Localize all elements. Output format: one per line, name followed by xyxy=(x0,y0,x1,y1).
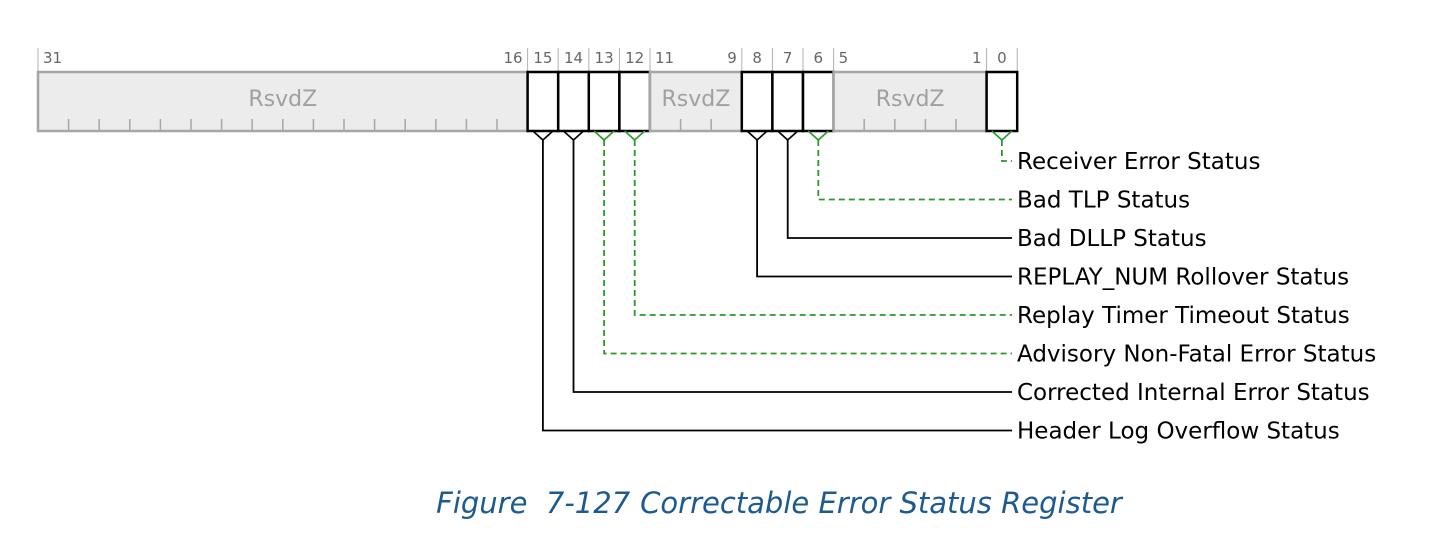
leader-bit-14 xyxy=(562,130,1012,393)
bit-number-7: 7 xyxy=(783,49,793,67)
reserved-field-name: RsvdZ xyxy=(876,87,945,112)
field-0-0 xyxy=(985,70,1019,133)
bit-field-box xyxy=(801,70,835,133)
field-label-bit-14: Corrected Internal Error Status xyxy=(1017,380,1370,406)
field-pointer xyxy=(746,130,768,142)
figure-title: Correctable Error Status Register xyxy=(640,486,1122,520)
field-8-8 xyxy=(740,70,774,133)
field-label-bit-8: REPLAY_NUM Rollover Status xyxy=(1017,265,1349,291)
field-7-7 xyxy=(771,70,805,133)
leader-line xyxy=(817,140,1012,201)
bit-number-16: 16 xyxy=(504,49,523,67)
reserved-field-box xyxy=(832,70,988,133)
bit-number-6: 6 xyxy=(814,49,824,67)
field-label-bit-15: Header Log Overflow Status xyxy=(1017,419,1340,445)
field-pointer xyxy=(593,130,615,142)
bit-number-14: 14 xyxy=(564,49,583,67)
leader-line xyxy=(603,140,1012,355)
bit-number-5: 5 xyxy=(839,49,849,67)
field-11-9: RsvdZ xyxy=(648,70,744,133)
figure-number: Figure 7-127 xyxy=(436,486,631,520)
bit-number-13: 13 xyxy=(595,49,614,67)
field-pointer xyxy=(562,130,585,142)
leader-line xyxy=(572,140,1012,393)
reserved-field-name: RsvdZ xyxy=(661,87,730,112)
field-pointer xyxy=(807,130,829,142)
field-15-15 xyxy=(526,70,560,133)
bit-tick-marks xyxy=(67,119,957,131)
field-5-1: RsvdZ xyxy=(832,70,988,133)
leader-bit-12 xyxy=(624,130,1012,316)
leader-bit-6 xyxy=(807,130,1012,201)
field-label-bit-13: Advisory Non-Fatal Error Status xyxy=(1017,342,1376,368)
bit-number-12: 12 xyxy=(625,49,644,67)
field-label-bit-7: Bad DLLP Status xyxy=(1017,226,1207,252)
bit-field-box xyxy=(771,70,805,133)
bit-field-box xyxy=(985,70,1019,133)
bit-number-9: 9 xyxy=(727,49,737,67)
field-label-bit-6: Bad TLP Status xyxy=(1017,188,1190,214)
leader-line xyxy=(542,140,1012,432)
leader-bit-15 xyxy=(532,130,1012,432)
bit-number-11: 11 xyxy=(655,49,674,67)
leader-line xyxy=(756,140,1012,278)
reserved-field-name: RsvdZ xyxy=(248,87,317,112)
bit-field-box xyxy=(526,70,560,133)
field-14-14 xyxy=(556,70,591,133)
bit-number-1: 1 xyxy=(972,49,982,67)
bit-number-15: 15 xyxy=(533,49,552,67)
bit-field-box xyxy=(740,70,774,133)
field-label-bit-12: Replay Timer Timeout Status xyxy=(1017,303,1350,329)
field-pointer xyxy=(777,130,799,142)
leader-line xyxy=(786,140,1012,239)
leader-bit-0 xyxy=(991,130,1013,162)
leader-bit-7 xyxy=(777,130,1012,239)
bit-field-box xyxy=(618,70,652,133)
bit-number-0: 0 xyxy=(997,49,1007,67)
bit-field-box xyxy=(556,70,591,133)
field-12-12 xyxy=(618,70,652,133)
field-pointer xyxy=(624,130,646,142)
field-13-13 xyxy=(587,70,621,133)
bit-number-8: 8 xyxy=(752,49,762,67)
leader-line xyxy=(633,140,1012,316)
leader-bit-13 xyxy=(593,130,1012,355)
register-fields: RsvdZ RsvdZ RsvdZ xyxy=(36,70,1019,133)
field-pointer xyxy=(991,130,1013,142)
figure-caption: Figure 7-127 Correctable Error Status Reg… xyxy=(0,486,1430,520)
field-leader-lines xyxy=(532,130,1013,432)
field-6-6 xyxy=(801,70,835,133)
leader-line xyxy=(1001,140,1012,162)
bit-field-box xyxy=(587,70,621,133)
bit-number-31: 31 xyxy=(43,49,62,67)
field-label-bit-0: Receiver Error Status xyxy=(1017,149,1260,175)
leader-bit-8 xyxy=(746,130,1012,278)
field-pointer xyxy=(532,130,554,142)
